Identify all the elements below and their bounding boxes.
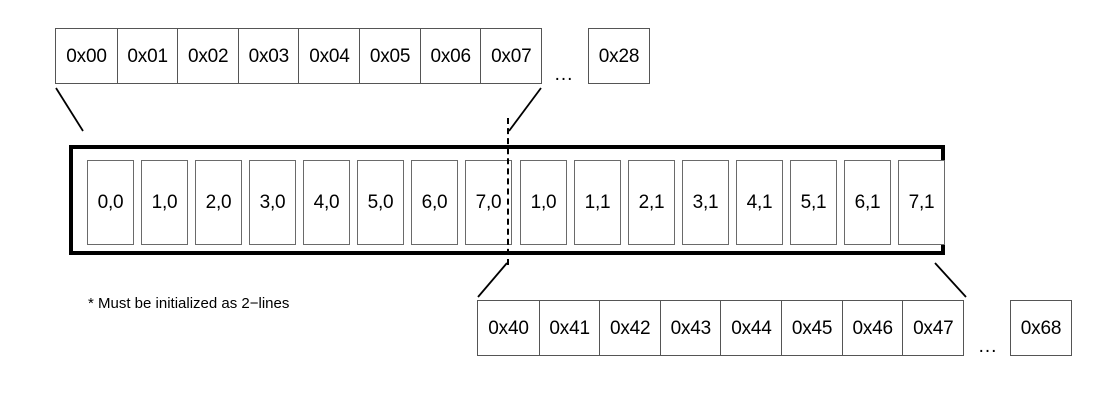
address-cell[interactable]: 0x41 [538,300,601,356]
buffer-slot[interactable]: 1,0 [520,160,567,245]
buffer-slot[interactable]: 1,0 [141,160,188,245]
buffer-slot[interactable]: 7,0 [465,160,512,245]
address-cell[interactable]: 0x45 [781,300,844,356]
buffer-slot[interactable]: 6,1 [844,160,891,245]
buffer-slot[interactable]: 3,1 [682,160,729,245]
address-cell[interactable]: 0x46 [841,300,904,356]
address-cell[interactable]: 0x06 [419,28,482,84]
address-cell[interactable]: 0x00 [55,28,118,84]
buffer-slot[interactable]: 4,0 [303,160,350,245]
buffer-slot[interactable]: 3,0 [249,160,296,245]
buffer-slot[interactable]: 5,0 [357,160,404,245]
buffer-slot[interactable]: 7,1 [898,160,945,245]
address-cell[interactable]: 0x44 [720,300,783,356]
address-cell[interactable]: 0x07 [480,28,543,84]
upper-strip-far-address[interactable]: 0x28 [588,28,650,84]
address-cell[interactable]: 0x05 [359,28,422,84]
connector-bottom-left [477,262,508,298]
connector-bottom-right [934,262,967,298]
buffer-slot[interactable]: 5,1 [790,160,837,245]
address-cell[interactable]: 0x01 [116,28,179,84]
caption-note: * Must be initialized as 2−lines [88,295,290,312]
buffer-slot[interactable]: 2,1 [628,160,675,245]
address-cell[interactable]: 0x43 [659,300,722,356]
address-cell[interactable]: 0x42 [599,300,662,356]
buffer-slot[interactable]: 0,0 [87,160,134,245]
buffer-slot[interactable]: 1,1 [574,160,621,245]
buffer-slot[interactable]: 6,0 [411,160,458,245]
buffer-slot[interactable]: 4,1 [736,160,783,245]
connector-top-left [55,87,84,132]
address-cell[interactable]: 0x03 [237,28,300,84]
address-cell[interactable]: 0x04 [298,28,361,84]
upper-address-strip: 0x00 0x01 0x02 0x03 0x04 0x05 0x06 0x07 [55,28,543,84]
upper-strip-ellipsis: ... [554,64,574,85]
line-divider-dashed [507,118,509,265]
address-cell[interactable]: 0x02 [177,28,240,84]
address-cell[interactable]: 0x47 [902,300,965,356]
buffer-slot[interactable]: 2,0 [195,160,242,245]
address-cell[interactable]: 0x40 [477,300,540,356]
lower-strip-ellipsis: ... [978,336,998,357]
lower-strip-far-address[interactable]: 0x68 [1010,300,1072,356]
connector-top-right [508,87,542,132]
lower-address-strip: 0x40 0x41 0x42 0x43 0x44 0x45 0x46 0x47 [477,300,965,356]
